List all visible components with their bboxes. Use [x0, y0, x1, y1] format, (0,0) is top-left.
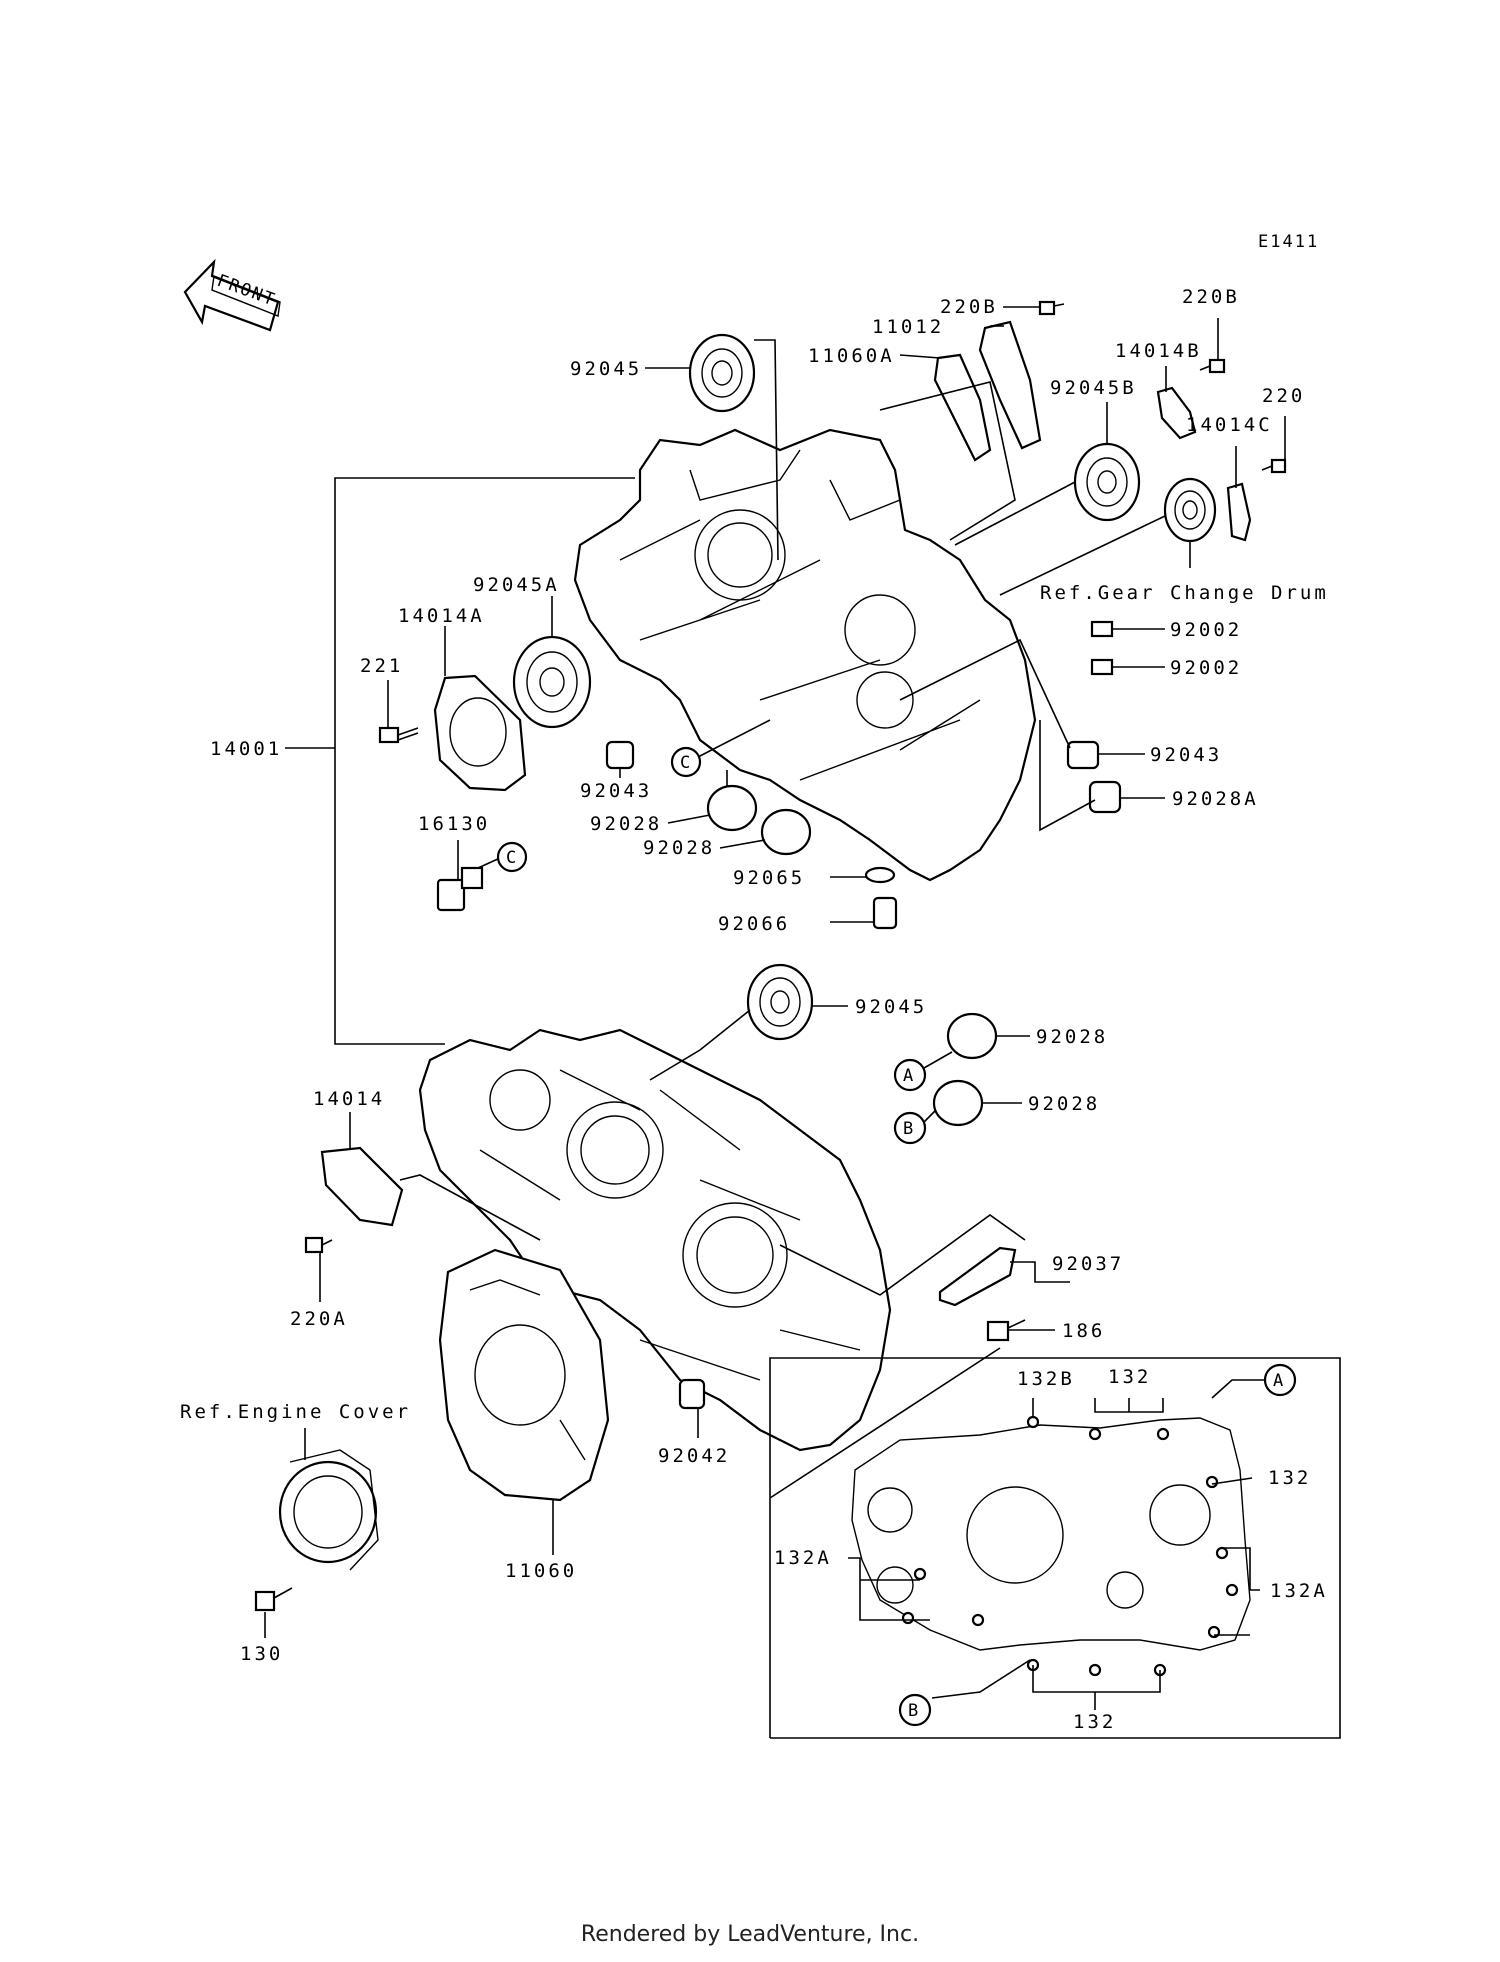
front-arrow-icon: FRONT [183, 258, 281, 332]
seal-92028-b [760, 808, 812, 856]
part-label: 220B [940, 296, 998, 318]
pin-92002-a [1090, 620, 1114, 638]
seal-92028-d [932, 1079, 984, 1127]
part-label: 220A [290, 1308, 348, 1330]
lower-crankcase [418, 1028, 892, 1452]
part-label: 11012 [872, 316, 944, 338]
part-label: 92028 [590, 813, 662, 835]
screw-221 [378, 726, 419, 744]
ref-engine-cover: Ref.Engine Cover [180, 1401, 411, 1423]
callout-a-label: A [1273, 1371, 1285, 1391]
diagram-code: E1411 [1258, 232, 1319, 252]
gasket-11060 [438, 1248, 610, 1502]
collar-92043-right [1066, 740, 1100, 770]
upper-crankcase [573, 428, 1037, 882]
part-label: 92045A [473, 574, 560, 596]
part-label: 92045 [570, 358, 642, 380]
part-label: 14001 [210, 738, 282, 760]
part-label: 92037 [1052, 1253, 1124, 1275]
part-label: 92042 [658, 1445, 730, 1467]
footer-credit: Rendered by LeadVenture, Inc. [580, 1922, 920, 1947]
guide-92037 [938, 1246, 1017, 1307]
bolt-220B-b [1199, 358, 1226, 374]
plate-14014B [1156, 386, 1197, 440]
washer-92065 [864, 866, 896, 884]
bolt-130 [254, 1587, 293, 1612]
bolt-pattern-inset [769, 1347, 1341, 1739]
part-label: 92043 [580, 780, 652, 802]
part-label: 11060 [505, 1560, 577, 1582]
plate-14014 [320, 1146, 404, 1227]
part-label: 92028 [643, 837, 715, 859]
part-label: 92028 [1036, 1026, 1108, 1048]
part-label: 221 [360, 655, 403, 677]
callout-b-label: B [908, 1701, 920, 1721]
callout-c-label: C [506, 848, 518, 868]
part-label: 132B [1017, 1368, 1075, 1390]
callout-a-inset: A [1263, 1363, 1297, 1397]
callout-a-seal: A [893, 1058, 927, 1092]
part-label: 92045B [1050, 377, 1137, 399]
part-label: 92002 [1170, 657, 1242, 679]
callout-c-label: C [680, 753, 692, 773]
part-label: 11060A [808, 345, 895, 367]
callout-c-upper: C [670, 746, 702, 778]
callout-b-label: B [903, 1119, 915, 1139]
bearing-92045-mid [746, 963, 814, 1041]
part-label: 14014 [313, 1088, 385, 1110]
callout-a-label: A [903, 1066, 915, 1086]
sensor-16130 [436, 866, 484, 912]
part-label: 132A [774, 1547, 832, 1569]
bolt-220B-a [1038, 300, 1065, 316]
part-label: 92066 [718, 913, 790, 935]
bearing-92045A [512, 635, 592, 729]
bearing-92045-top [688, 333, 756, 413]
callout-b-inset: B [898, 1693, 932, 1727]
bolt-186 [986, 1319, 1026, 1342]
part-label: 220 [1262, 385, 1305, 407]
leader-lines [264, 306, 1286, 1710]
part-label: 132 [1073, 1711, 1116, 1733]
part-label: 92043 [1150, 744, 1222, 766]
dowel-92042 [678, 1378, 706, 1410]
bolt-220 [1261, 458, 1287, 474]
seal-92028A [1088, 780, 1122, 814]
bearing-92045B [1073, 442, 1141, 522]
collar-92043-left [605, 740, 635, 770]
part-label: 14014A [398, 605, 485, 627]
part-label: 186 [1062, 1320, 1105, 1342]
part-label: 14014B [1115, 340, 1202, 362]
callout-b-seal: B [893, 1111, 927, 1145]
part-label: 132A [1270, 1580, 1328, 1602]
part-label: 92028 [1028, 1093, 1100, 1115]
seal-92028-c [946, 1012, 998, 1060]
part-label: 14014C [1186, 414, 1273, 436]
part-label: 92028A [1172, 788, 1259, 810]
pin-92002-b [1090, 658, 1114, 676]
plate-14014C [1226, 482, 1252, 542]
engine-cover-ring [278, 1449, 379, 1571]
part-label: 130 [240, 1643, 283, 1665]
part-label: 132 [1268, 1467, 1311, 1489]
part-label: 16130 [418, 813, 490, 835]
part-label: 220B [1182, 286, 1240, 308]
ref-gear-change-drum: Ref.Gear Change Drum [1040, 582, 1329, 604]
bracket-11012 [978, 320, 1042, 450]
callout-c-sensor: C [496, 841, 528, 873]
part-label: 92045 [855, 996, 927, 1018]
plug-92066 [872, 896, 898, 930]
plate-14014A [433, 674, 527, 792]
seal-92028-a [706, 784, 758, 832]
bearing-gear-change-drum [1163, 477, 1217, 543]
part-label: 132 [1108, 1366, 1151, 1388]
part-label: 92065 [733, 867, 805, 889]
bolt-220A [304, 1236, 333, 1254]
part-label: 92002 [1170, 619, 1242, 641]
bracket-11060A [933, 353, 992, 462]
